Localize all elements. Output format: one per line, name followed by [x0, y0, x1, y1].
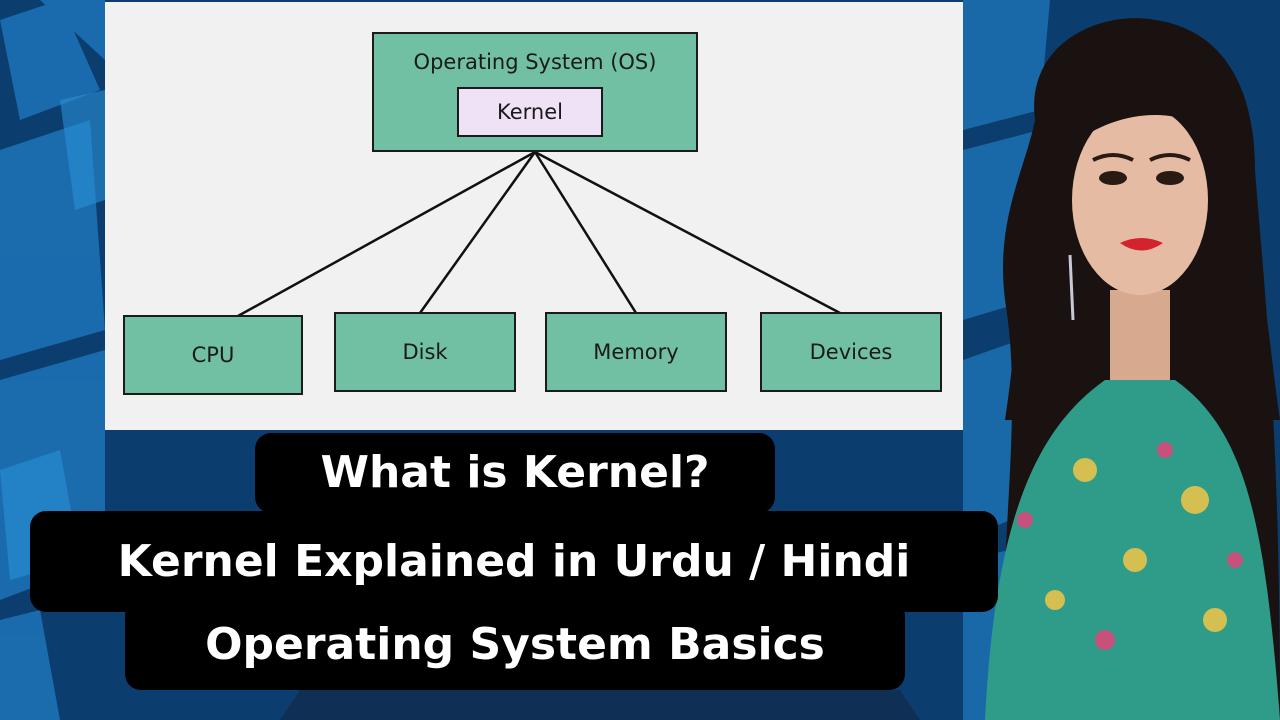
caption-subtitle-text: Kernel Explained in Urdu / Hindi: [117, 535, 911, 587]
caption-subtitle: Kernel Explained in Urdu / Hindi: [30, 511, 998, 612]
disk-node: Disk: [334, 312, 516, 392]
kernel-node-label: Kernel: [497, 100, 563, 124]
kernel-node: Kernel: [457, 87, 603, 137]
presenter-illustration: [985, 18, 1280, 720]
disk-node-label: Disk: [402, 340, 448, 364]
diagram-panel: Operating System (OS) Kernel CPU Disk Me…: [105, 2, 963, 430]
devices-node-label: Devices: [809, 340, 893, 364]
memory-node-label: Memory: [593, 340, 679, 364]
memory-node: Memory: [545, 312, 727, 392]
cpu-node: CPU: [123, 315, 303, 395]
devices-node: Devices: [760, 312, 942, 392]
cpu-node-label: CPU: [191, 343, 235, 367]
caption-title: What is Kernel?: [255, 433, 775, 513]
caption-title-text: What is Kernel?: [320, 447, 710, 498]
caption-topic-text: Operating System Basics: [205, 619, 825, 670]
caption-topic: Operating System Basics: [125, 600, 905, 690]
connector-lines: [237, 150, 841, 318]
os-node-label: Operating System (OS): [413, 50, 657, 74]
